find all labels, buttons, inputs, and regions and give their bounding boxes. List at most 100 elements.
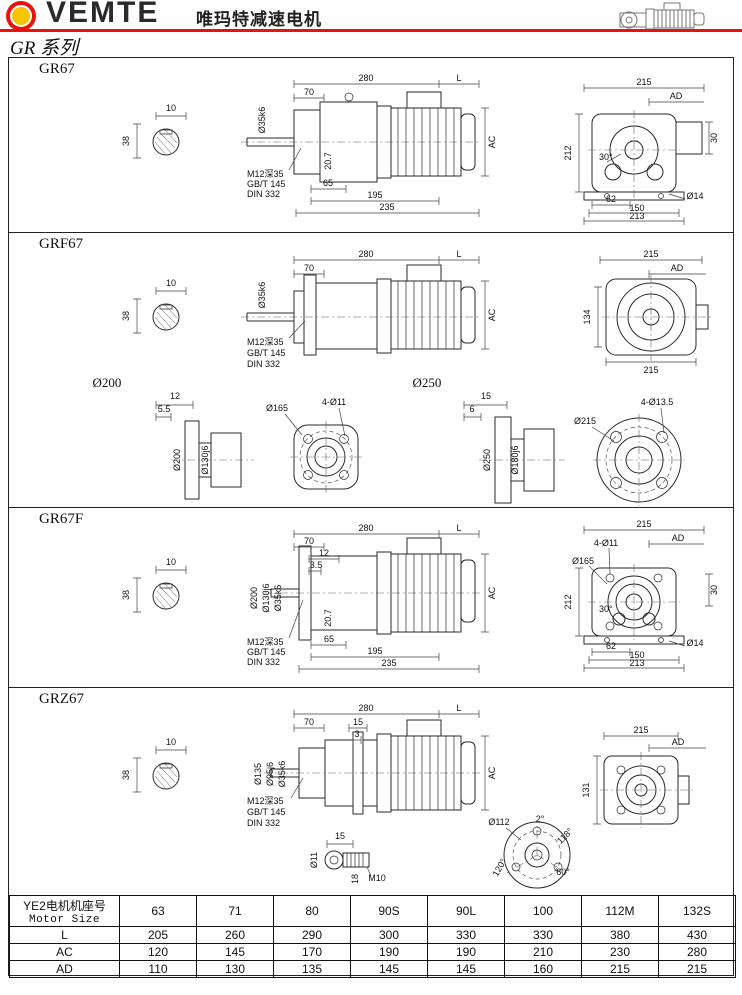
dim-label: 4-Ø11 [322, 397, 346, 407]
dim-label: 65 [323, 178, 333, 188]
col-header: 112M [581, 895, 659, 927]
gearmotor-thumbnail [619, 2, 705, 30]
center-hole-note: M12深35 [247, 337, 284, 347]
gr67-drawing: 10 38 280 L 70 Ø35k6 [121, 73, 719, 225]
table-cell: 145 [196, 943, 274, 961]
drawing-sheet: GR67 10 38 [8, 57, 736, 978]
dim-label: Ø95j6 [265, 762, 275, 786]
dim-label: Ø35k6 [277, 761, 287, 788]
dim-label: AD [672, 533, 685, 543]
col-header: 71 [196, 895, 274, 927]
table-cell: 135 [273, 960, 351, 978]
col-header: 90S [350, 895, 428, 927]
dim-label: 62 [606, 641, 616, 651]
dim-label: Ø35k6 [273, 585, 283, 612]
table-cell: 300 [350, 926, 428, 944]
grf67-shaft-end-view [133, 287, 187, 334]
motor-frame-label-cn: YE2电机机座号 [23, 898, 106, 913]
dim-label: 30° [599, 604, 613, 614]
table-row: AC 120 145 170 190 190 210 230 280 [9, 943, 736, 961]
brand-logo-badge [6, 1, 36, 31]
dim-label: 70 [304, 536, 314, 546]
center-hole-note: GB/T 145 [247, 348, 285, 358]
dim-label: 70 [304, 717, 314, 727]
dim-label: AC [487, 586, 497, 599]
grz67-stud-detail [324, 840, 372, 877]
dim-label: L [456, 703, 461, 713]
dim-label: 10 [166, 557, 176, 567]
dim-label: 134 [582, 309, 592, 324]
dim-label: 20.7 [323, 152, 333, 170]
dim-label: 280 [358, 703, 373, 713]
dim-label: 150 [629, 203, 644, 213]
dim-label: 15 [481, 391, 491, 401]
table-row: L 205 260 290 300 330 330 380 430 [9, 926, 736, 944]
dim-label: 15 [353, 717, 363, 727]
section-gr67: GR67 10 38 [9, 58, 733, 233]
grz67-drawing: 10 38 280 L 70 [121, 703, 706, 889]
gr67-shaft-end-view [133, 112, 187, 159]
dim-label: 62 [606, 194, 616, 204]
grf67-side-view [241, 256, 489, 356]
dim-label: 6 [469, 404, 474, 414]
brand-name: VEMTE [46, 0, 160, 29]
brand-tagline: 唯玛特减速电机 [196, 10, 322, 29]
center-hole-note: M12深35 [247, 169, 284, 179]
dim-label: Ø200 [172, 449, 182, 471]
flange-title: Ø200 [93, 375, 122, 390]
dim-label: L [456, 249, 461, 259]
dim-label: 215 [643, 365, 658, 375]
dim-label: 2° [536, 814, 545, 824]
dim-label: 4-Ø13.5 [641, 397, 674, 407]
dim-label: 12 [170, 391, 180, 401]
grf67-drawing: 10 38 280 L 70 Ø35k6 [93, 249, 712, 506]
dim-label: Ø215 [574, 416, 596, 426]
logo-roundel-icon [10, 5, 32, 27]
gr67f-rear-view [575, 526, 713, 672]
center-hole-note: GB/T 145 [247, 807, 285, 817]
table-cell: 215 [658, 960, 736, 978]
dim-label: 15 [335, 831, 345, 841]
dim-label: AD [670, 91, 683, 101]
dim-label: 195 [367, 646, 382, 656]
dim-label: 18 [350, 874, 360, 884]
motor-size-table: YE2电机机座号 Motor Size 63 71 80 90S 90L 100… [9, 895, 736, 978]
row-label: AC [9, 943, 120, 961]
col-header: 132S [658, 895, 736, 927]
flange200-side-view [155, 401, 254, 500]
dim-label: Ø14 [686, 638, 703, 648]
dim-label: AC [487, 135, 497, 148]
table-cell: 145 [350, 960, 428, 978]
gr67-rear-view [575, 84, 713, 225]
dim-label: L [456, 523, 461, 533]
table-row: AD 110 130 135 145 145 160 215 215 [9, 960, 736, 978]
dim-label: Ø11 [309, 852, 319, 868]
dim-label: Ø35k6 [257, 282, 267, 309]
section-gr67f: GR67F 10 38 [9, 508, 733, 688]
table-cell: 145 [427, 960, 505, 978]
table-cell: 290 [273, 926, 351, 944]
model-label: GRZ67 [39, 691, 84, 707]
dim-label: 235 [381, 658, 396, 668]
dim-label: Ø200 [249, 587, 259, 609]
table-cell: 230 [581, 943, 659, 961]
dim-label: 118° [555, 826, 575, 846]
section-grf67: GRF67 10 38 [9, 233, 733, 508]
dim-label: 280 [358, 523, 373, 533]
dim-label: Ø165 [572, 556, 594, 566]
flange250-front-view [591, 407, 685, 506]
center-hole-note: DIN 332 [247, 359, 280, 369]
gr67f-drawing: 10 38 280 L 70 12 3.5 [121, 519, 719, 673]
dim-label: 70 [304, 263, 314, 273]
dim-label: 4-Ø11 [594, 538, 618, 548]
series-title: GR 系列 [10, 38, 79, 59]
table-cell: 380 [581, 926, 659, 944]
dim-label: 131 [581, 782, 591, 797]
grf67-rear-view [594, 256, 712, 366]
dim-label: 213 [629, 211, 644, 221]
dim-label: 213 [629, 658, 644, 668]
dim-label: 10 [166, 737, 176, 747]
center-hole-note: GB/T 145 [247, 179, 285, 189]
dim-label: 10 [166, 103, 176, 113]
dim-label: AD [671, 263, 684, 273]
